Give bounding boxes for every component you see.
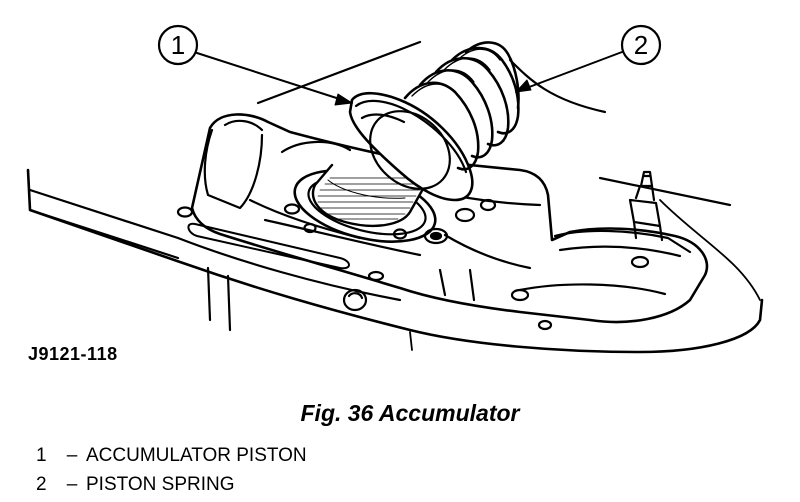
legend-item: 2–PISTON SPRING (36, 470, 307, 499)
background-lines (256, 40, 761, 301)
callout-1: 1 (157, 24, 353, 106)
legend-item-label: ACCUMULATOR PISTON (86, 445, 307, 466)
figure-caption: Fig. 36 Accumulator (300, 400, 520, 426)
legend-item-label: PISTON SPRING (86, 474, 235, 495)
parts-legend: 1–ACCUMULATOR PISTON 2–PISTON SPRING (36, 441, 307, 499)
legend-separator: – (66, 474, 78, 495)
callout-2: 2 (515, 24, 662, 93)
legend-separator: – (66, 445, 78, 466)
callout-2-number: 2 (634, 30, 648, 60)
accumulator-illustration: 1 2 (26, 24, 764, 354)
legend-item-number: 2 (36, 474, 47, 495)
accumulator-piston (312, 91, 474, 228)
legend-item-number: 1 (36, 445, 47, 466)
piston-spring (403, 41, 520, 171)
callout-1-number: 1 (171, 30, 185, 60)
drawing-code: J9121-118 (28, 344, 118, 364)
valve-body (26, 113, 764, 354)
sensor-connector (628, 170, 664, 242)
legend-item: 1–ACCUMULATOR PISTON (36, 441, 307, 470)
